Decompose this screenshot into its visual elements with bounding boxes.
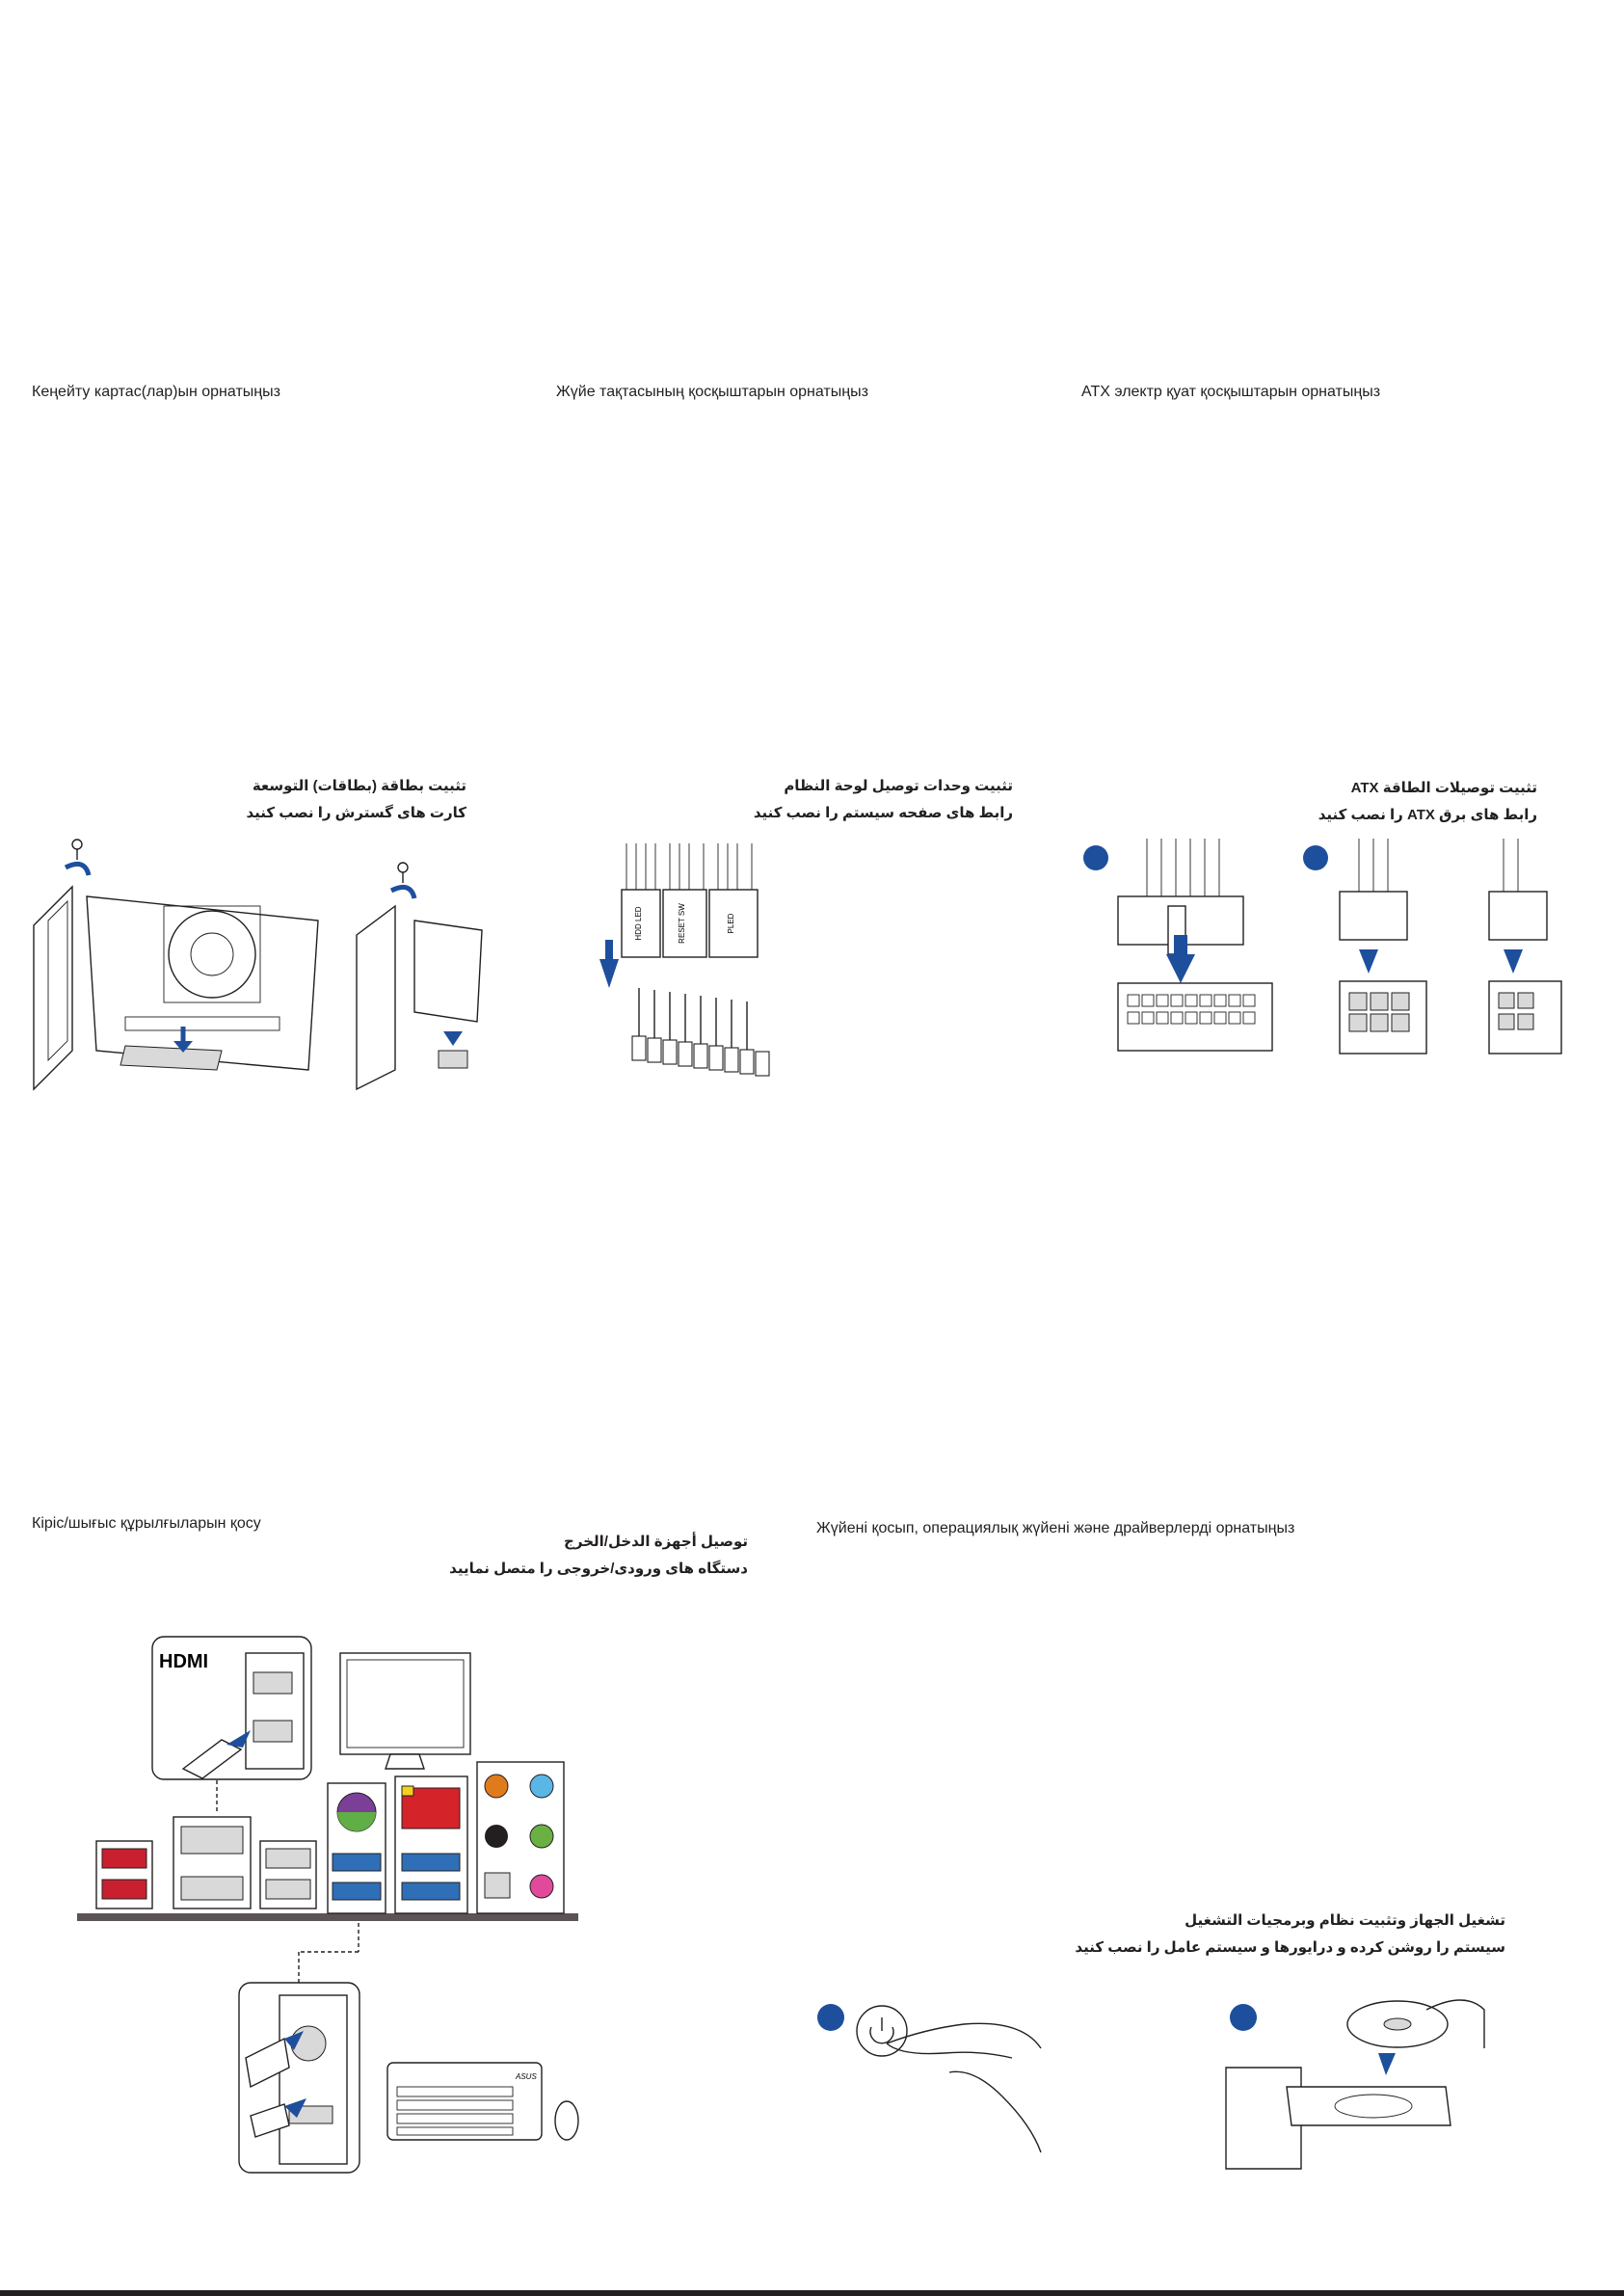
heading-panel-ar: تثبيت وحدات توصيل لوحة النظام [784, 778, 1013, 794]
bottom-rule [0, 2290, 1624, 2296]
ps2-plug [245, 2037, 290, 2089]
keyboard-brand: ASUS [515, 2072, 537, 2081]
atx-power-figure [1083, 839, 1562, 1055]
down-arrow-icon [1359, 949, 1378, 974]
keyboard [386, 2062, 543, 2141]
panel-connector-figure: HDD LED RESET SW PLED [599, 843, 770, 1077]
reset-sw-label: RESET SW [678, 903, 686, 944]
hdmi-plug [181, 1739, 243, 1779]
heading-expansion-fa: کارت های گسترش را نصب کنید [246, 805, 466, 821]
rotate-arrow-icon [389, 884, 417, 899]
optical-drive-tray [1286, 2086, 1451, 2126]
step-badge-icon [1083, 845, 1108, 870]
heading-io-fa: دستگاه های ورودی/خروجی را متصل نمایید [449, 1561, 748, 1577]
down-arrow-icon [226, 1730, 251, 1748]
monitor [339, 1652, 471, 1755]
eps-4pin-plug [1488, 891, 1548, 941]
eps-8pin-plug [1339, 891, 1408, 941]
heading-atx-ar: تثبيت توصيلات الطاقة ATX [1350, 780, 1537, 796]
step-badge-icon [1303, 845, 1328, 870]
usb-plug [250, 2103, 290, 2138]
heading-power-fa: سیستم را روشن کرده و درایورها و سیستم عا… [1075, 1939, 1505, 1956]
heading-power-kz: Жүйені қосып, операциялық жүйені және др… [816, 1520, 1295, 1536]
pled-label: PLED [727, 913, 735, 933]
hdmi-logo: HDMI [159, 1651, 208, 1672]
step-badge-icon [817, 2004, 844, 2031]
screw-icon [71, 839, 83, 860]
io-devices-figure: HDMI ASUS [77, 1636, 579, 2174]
atx-24pin-socket [1117, 982, 1273, 1052]
heading-atx-kz: ATX электр қуат қосқыштарын орнатыңыз [1081, 384, 1381, 400]
pcie-card [413, 920, 483, 1023]
rotate-arrow-icon [64, 861, 92, 876]
hdd-led-connector [621, 889, 661, 958]
reset-sw-connector [662, 889, 707, 958]
heading-power-ar: تشغيل الجهاز وتثبيت نظام وبرمجيات التشغي… [1185, 1912, 1505, 1929]
down-arrow-icon [1166, 954, 1195, 983]
heading-io-ar: توصيل أجهزة الدخل/الخرج [564, 1534, 748, 1550]
header-pins [631, 988, 770, 1077]
mouse [554, 2100, 579, 2141]
heading-panel-fa: رابط های صفحه سیستم را نصب کنید [753, 805, 1013, 821]
down-arrow-icon [1378, 2053, 1396, 2075]
step-badge-icon [1230, 2004, 1257, 2031]
down-arrow-icon [1504, 949, 1523, 974]
heading-panel-kz: Жүйе тақтасының қосқыштарын орнатыңыз [556, 384, 868, 400]
expansion-card-figure [33, 839, 483, 1091]
heading-io-kz: Кіріс/шығыс құрылғыларын қосу [32, 1515, 261, 1532]
down-arrow-icon [284, 2031, 304, 2050]
heading-atx-fa: رابط های برق ATX را نصب کنید [1318, 807, 1537, 823]
power-on-figure [817, 1999, 1485, 2170]
heading-expansion-ar: تثبيت بطاقة (بطاقات) التوسعة [252, 778, 466, 794]
down-arrow-icon [284, 2098, 306, 2118]
hdd-led-label: HDD LED [634, 906, 643, 940]
io-shield [77, 1913, 578, 1921]
down-arrow-icon [443, 1031, 463, 1046]
pc-case [1225, 2067, 1302, 2170]
heading-expansion-kz: Кеңейту картас(лар)ын орнатыңыз [32, 384, 280, 400]
pled-connector [708, 889, 759, 958]
down-arrow-icon [599, 959, 619, 988]
screw-icon [397, 862, 409, 883]
